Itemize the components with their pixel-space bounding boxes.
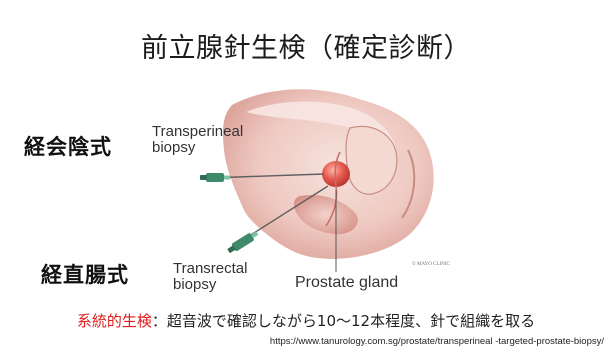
note-separator: ： <box>152 312 167 330</box>
transperineal-en-label: Transperineal biopsy <box>152 124 243 156</box>
transrectal-jp-label: 経直腸式 <box>41 259 129 289</box>
systematic-biopsy-note: 系統的生検：超音波で確認しながら10〜12本程度、針で組織を取る <box>0 310 612 331</box>
transperineal-jp-label: 経会陰式 <box>24 131 112 161</box>
note-highlight: 系統的生検 <box>77 312 152 330</box>
transrectal-en-label: Transrectal biopsy <box>173 261 247 293</box>
needle-icon <box>226 229 260 255</box>
source-url: https://www.tanurology.com.sg/prostate/t… <box>270 336 604 347</box>
prostate-gland-label: Prostate gland <box>295 274 398 292</box>
image-credit: © MAYO CLINIC <box>412 262 450 267</box>
needle-icon <box>200 173 230 182</box>
note-body: 超音波で確認しながら10〜12本程度、針で組織を取る <box>167 312 535 330</box>
